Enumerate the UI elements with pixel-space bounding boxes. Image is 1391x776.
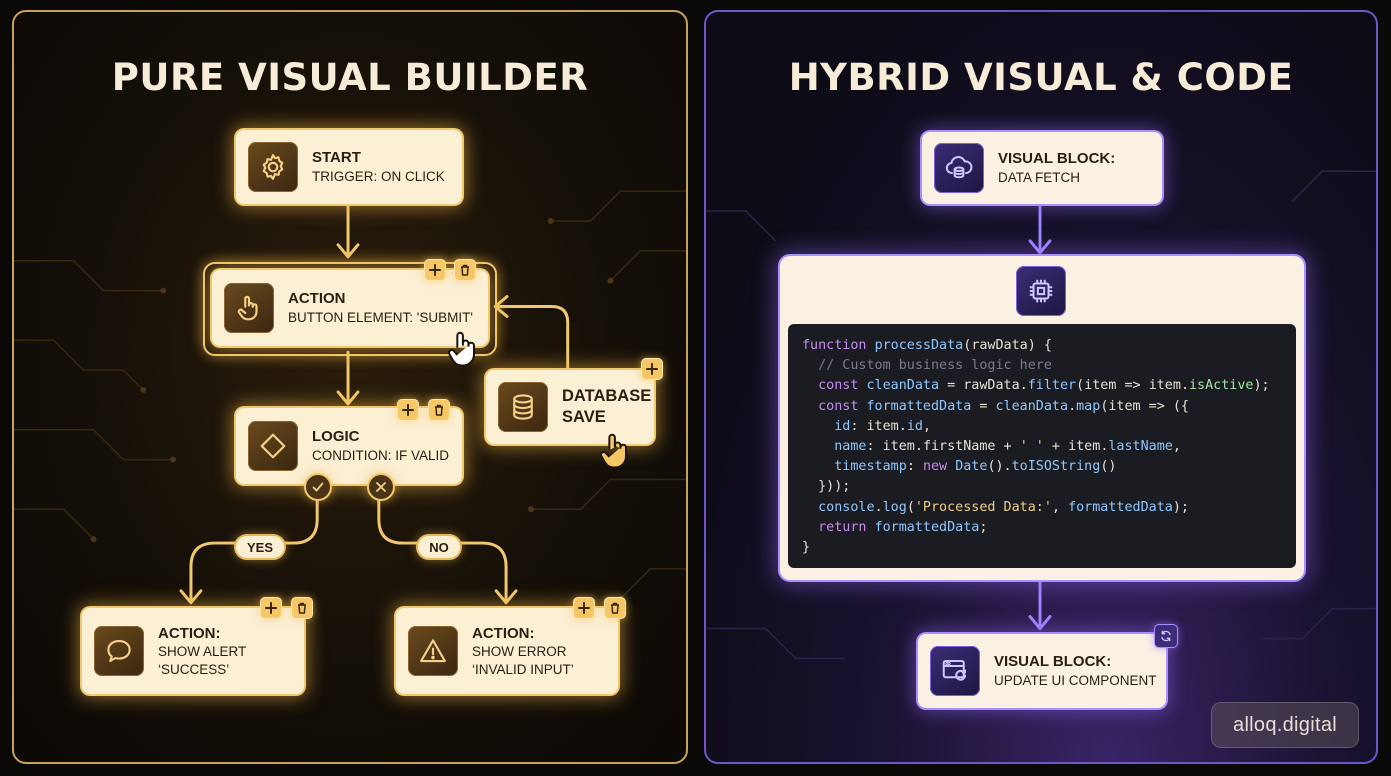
node-title: VISUAL BLOCK: (994, 653, 1112, 671)
hand-cursor-icon (600, 433, 627, 469)
code-line: return formattedData; (818, 519, 988, 535)
code-line: name: item.firstName + ' ' + item.lastNa… (834, 439, 1181, 455)
plus-icon (402, 404, 414, 416)
gear-icon (248, 142, 298, 192)
warning-icon (408, 626, 458, 676)
node-subtitle-line2: ‘SUCCESS’ (158, 661, 230, 677)
delete-button[interactable] (291, 597, 313, 619)
node-subtitle-line1: SHOW ALERT (158, 644, 247, 660)
check-branch-badge (304, 473, 332, 501)
node-subtitle: TRIGGER: ON CLICK (312, 168, 445, 184)
plus-icon (578, 602, 590, 614)
refresh-button[interactable] (1154, 624, 1178, 648)
code-line: })); (802, 479, 851, 495)
node-subtitle: DATA FETCH (998, 169, 1081, 185)
action-node-show-alert[interactable]: ACTION: SHOW ALERT ‘SUCCESS’ (82, 608, 304, 694)
refresh-icon (1161, 630, 1171, 642)
cloud-database-icon (934, 143, 984, 193)
hybrid-visual-code-panel: HYBRID VISUAL & CODE VISUAL BLOCK: DATA … (704, 10, 1378, 764)
node-title: ACTION (288, 290, 346, 308)
code-line: const cleanData = rawData.filter(item =>… (818, 378, 1270, 394)
add-button[interactable] (641, 358, 663, 380)
code-line: console.log('Processed Data:', formatted… (818, 499, 1189, 515)
cpu-chip-icon (1016, 266, 1066, 316)
visual-block-update-ui[interactable]: VISUAL BLOCK: UPDATE UI COMPONENT (918, 634, 1166, 708)
pure-visual-builder-panel: PURE VISUAL BUILDER START TRIGGER: ON CL… (12, 10, 688, 764)
trash-icon (461, 264, 469, 276)
flow-connectors (1028, 203, 1052, 631)
code-editor[interactable]: function processData(rawData) { // Custo… (788, 324, 1296, 568)
code-line: // Custom business logic here (802, 358, 1052, 374)
start-node[interactable]: START TRIGGER: ON CLICK (236, 130, 462, 204)
delete-button[interactable] (454, 259, 476, 281)
circuit-trace-background (706, 170, 1376, 660)
node-title: LOGIC (312, 428, 360, 446)
node-title-line2: SAVE (562, 408, 606, 426)
database-icon (498, 382, 548, 432)
code-line: timestamp: new Date().toISOString() (834, 459, 1117, 475)
node-title: ACTION: (158, 624, 221, 642)
delete-button[interactable] (604, 597, 626, 619)
branch-label-yes: YES (234, 534, 286, 560)
node-title: START (312, 149, 361, 167)
add-button[interactable] (397, 399, 419, 421)
plus-icon (429, 264, 441, 276)
delete-button[interactable] (428, 399, 450, 421)
x-branch-badge (367, 473, 395, 501)
panel-title: PURE VISUAL BUILDER (111, 56, 589, 99)
branch-label-no: NO (416, 534, 462, 560)
hand-cursor-icon (448, 331, 475, 367)
window-refresh-icon (930, 646, 980, 696)
action-node-submit[interactable]: ACTION BUTTON ELEMENT: 'SUBMIT' (212, 270, 488, 346)
node-title: ACTION: (472, 624, 535, 642)
x-icon (376, 482, 386, 492)
trash-icon (298, 602, 306, 614)
code-line: id: item.id, (834, 418, 931, 434)
visual-block-data-fetch[interactable]: VISUAL BLOCK: DATA FETCH (922, 132, 1162, 204)
logic-node[interactable]: LOGIC CONDITION: IF VALID (236, 408, 462, 484)
node-subtitle-line2: ‘INVALID INPUT’ (472, 661, 574, 677)
diamond-icon (248, 421, 298, 471)
code-line: function processData(rawData) { (802, 338, 1052, 353)
speech-bubble-icon (94, 626, 144, 676)
add-button[interactable] (573, 597, 595, 619)
node-subtitle: BUTTON ELEMENT: 'SUBMIT' (288, 309, 473, 325)
node-subtitle: CONDITION: IF VALID (312, 447, 450, 463)
trash-icon (611, 602, 619, 614)
database-save-node[interactable]: DATABASE SAVE (486, 370, 654, 444)
panel-title: HYBRID VISUAL & CODE (788, 56, 1294, 99)
node-title: VISUAL BLOCK: (998, 150, 1116, 168)
plus-icon (265, 602, 277, 614)
trash-icon (435, 404, 443, 416)
code-block-container: function processData(rawData) { // Custo… (780, 256, 1304, 580)
circuit-trace-background (14, 190, 686, 602)
node-title-line1: DATABASE (562, 387, 652, 406)
action-node-show-error[interactable]: ACTION: SHOW ERROR ‘INVALID INPUT’ (396, 608, 618, 694)
add-button[interactable] (424, 259, 446, 281)
code-line: } (802, 540, 811, 556)
selection-frame (203, 262, 497, 356)
node-subtitle-line1: SHOW ERROR (472, 644, 567, 660)
add-button[interactable] (260, 597, 282, 619)
plus-icon (646, 363, 658, 375)
brand-watermark: alloq.digital (1211, 702, 1359, 748)
check-icon (312, 482, 324, 492)
code-line: const formattedData = cleanData.map(item… (818, 398, 1189, 414)
hand-pointer-icon (224, 283, 274, 333)
node-subtitle: UPDATE UI COMPONENT (994, 672, 1157, 688)
